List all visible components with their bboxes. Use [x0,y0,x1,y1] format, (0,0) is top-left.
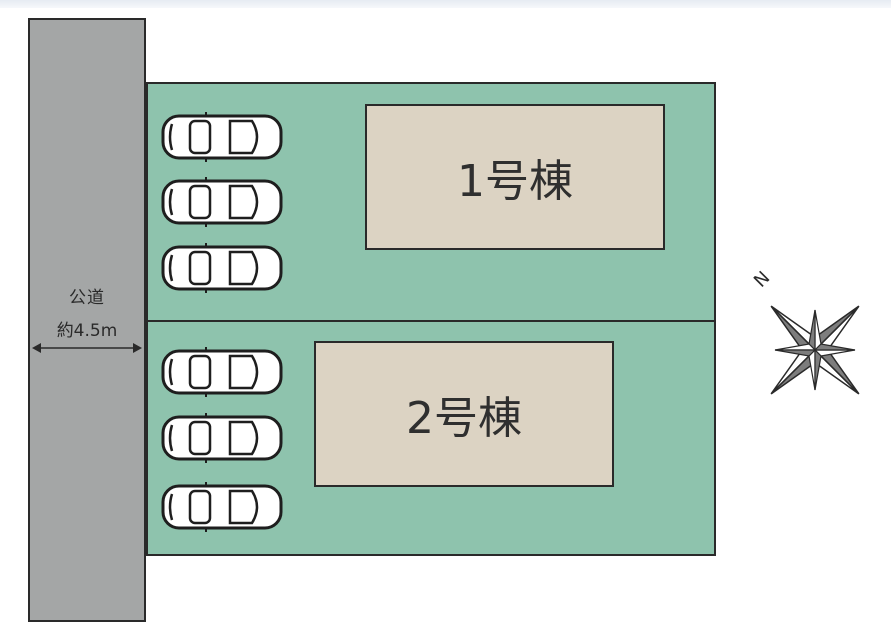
parked-car-icon [161,482,283,532]
road-name-label: 公道 [69,288,105,308]
road-width-arrow [32,343,142,353]
parked-car-icon [161,413,283,463]
building-1: 1号棟 [365,104,665,250]
compass-north-label: N [750,267,774,291]
parked-car-icon [161,243,283,293]
public-road [28,18,146,622]
building-2: 2号棟 [314,341,614,487]
compass-rose-icon: N [750,267,860,395]
top-strip [0,0,891,8]
parked-car-icon [161,177,283,227]
parked-car-icon [161,347,283,397]
building-1-label: 1号棟 [457,156,573,207]
road-width-label: 約4.5m [56,321,118,341]
parked-car-icon [161,112,283,162]
building-2-label: 2号棟 [406,393,522,444]
